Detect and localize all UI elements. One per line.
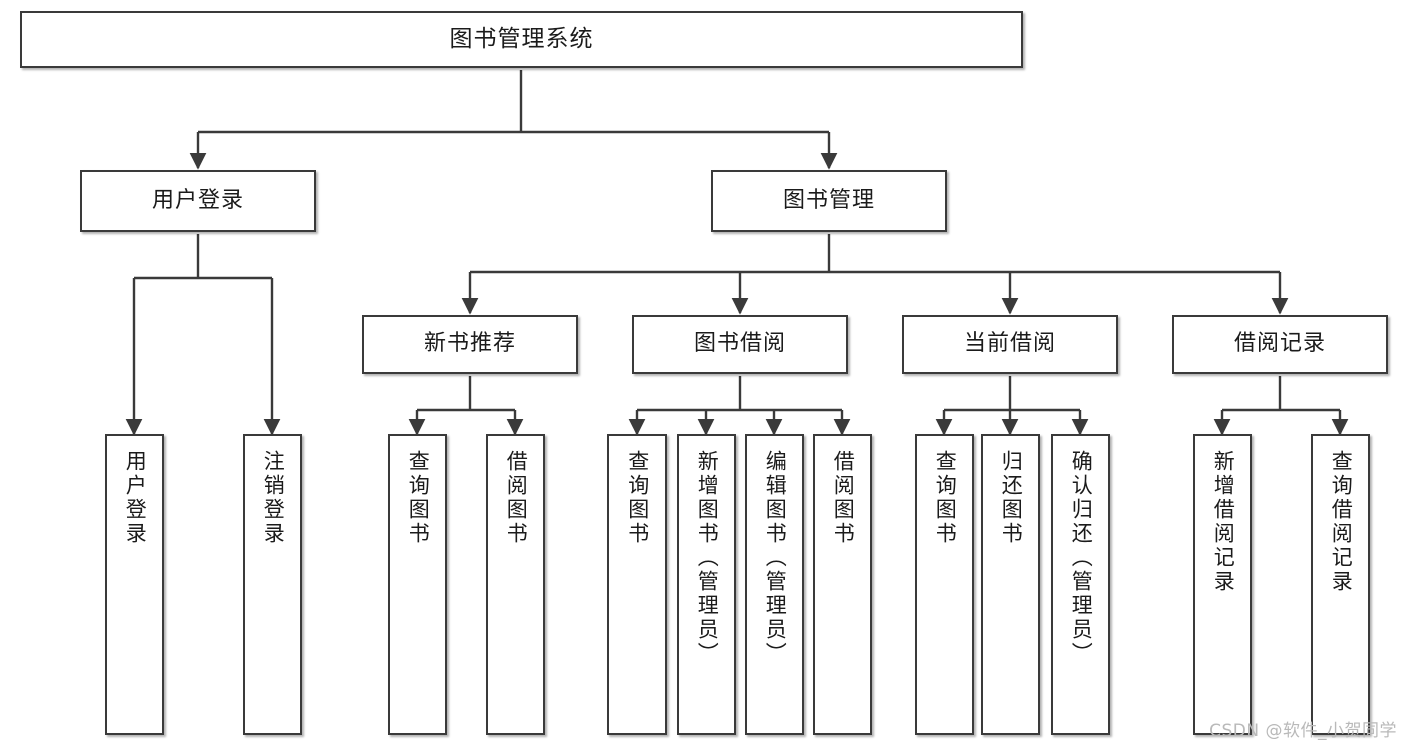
node-leaf-query-book-3-label: 查询图书 bbox=[933, 450, 958, 546]
node-leaf-add-book[interactable]: 新增图书（管理员） bbox=[677, 434, 736, 735]
node-leaf-query-book-1-label: 查询图书 bbox=[406, 450, 431, 546]
node-leaf-query-book-1[interactable]: 查询图书 bbox=[388, 434, 447, 735]
node-new-book-recommend[interactable]: 新书推荐 bbox=[362, 315, 578, 374]
node-book-manage[interactable]: 图书管理 bbox=[711, 170, 947, 232]
node-leaf-add-book-label: 新增图书（管理员） bbox=[695, 450, 720, 666]
node-borrow-record-label: 借阅记录 bbox=[1233, 331, 1326, 357]
node-leaf-borrow-book-1-label: 借阅图书 bbox=[504, 450, 529, 546]
node-user-login-label: 用户登录 bbox=[151, 187, 244, 213]
node-user-login[interactable]: 用户登录 bbox=[80, 170, 316, 232]
node-current-borrow[interactable]: 当前借阅 bbox=[902, 315, 1118, 374]
node-leaf-query-book-2-label: 查询图书 bbox=[625, 450, 650, 546]
node-leaf-edit-book-label: 编辑图书（管理员） bbox=[763, 450, 788, 666]
node-root[interactable]: 图书管理系统 bbox=[20, 11, 1023, 68]
node-leaf-query-record-label: 查询借阅记录 bbox=[1329, 450, 1354, 594]
node-leaf-borrow-book-2[interactable]: 借阅图书 bbox=[813, 434, 872, 735]
node-root-label: 图书管理系统 bbox=[449, 25, 594, 52]
csdn-watermark: CSDN @软件_小贺同学 bbox=[1209, 721, 1397, 741]
node-leaf-query-record[interactable]: 查询借阅记录 bbox=[1311, 434, 1370, 735]
node-leaf-add-record-label: 新增借阅记录 bbox=[1211, 450, 1236, 594]
node-new-book-recommend-label: 新书推荐 bbox=[423, 331, 516, 357]
node-leaf-return-book-label: 归还图书 bbox=[999, 450, 1024, 546]
node-leaf-borrow-book-1[interactable]: 借阅图书 bbox=[486, 434, 545, 735]
node-leaf-user-login[interactable]: 用户登录 bbox=[105, 434, 164, 735]
node-leaf-borrow-book-2-label: 借阅图书 bbox=[831, 450, 856, 546]
node-leaf-logout-login-label: 注销登录 bbox=[261, 450, 286, 546]
node-leaf-user-login-label: 用户登录 bbox=[123, 450, 148, 546]
node-book-borrow-label: 图书借阅 bbox=[693, 331, 786, 357]
node-leaf-confirm-return-label: 确认归还（管理员） bbox=[1069, 450, 1094, 666]
node-borrow-record[interactable]: 借阅记录 bbox=[1172, 315, 1388, 374]
node-leaf-confirm-return[interactable]: 确认归还（管理员） bbox=[1051, 434, 1110, 735]
node-leaf-query-book-3[interactable]: 查询图书 bbox=[915, 434, 974, 735]
node-book-borrow[interactable]: 图书借阅 bbox=[632, 315, 848, 374]
node-current-borrow-label: 当前借阅 bbox=[963, 331, 1056, 357]
node-leaf-logout-login[interactable]: 注销登录 bbox=[243, 434, 302, 735]
node-leaf-query-book-2[interactable]: 查询图书 bbox=[607, 434, 667, 735]
node-leaf-edit-book[interactable]: 编辑图书（管理员） bbox=[745, 434, 804, 735]
node-leaf-return-book[interactable]: 归还图书 bbox=[981, 434, 1040, 735]
node-book-manage-label: 图书管理 bbox=[782, 187, 875, 213]
node-leaf-add-record[interactable]: 新增借阅记录 bbox=[1193, 434, 1252, 735]
